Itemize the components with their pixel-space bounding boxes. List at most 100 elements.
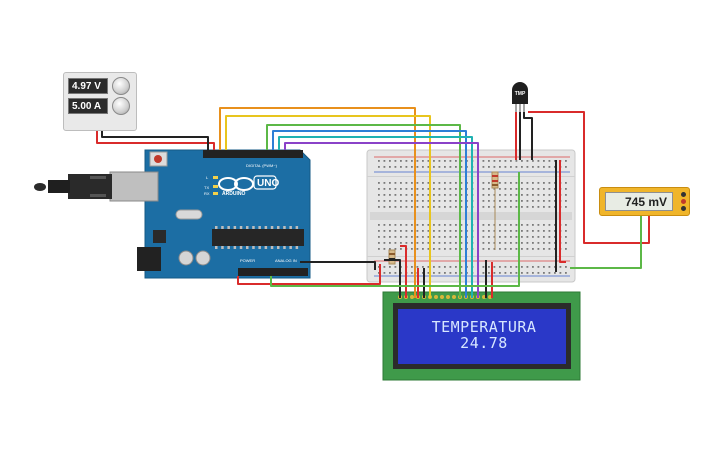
- breadboard-hole: [543, 188, 545, 190]
- probe-terminal: [681, 192, 686, 197]
- breadboard-hole: [422, 230, 424, 232]
- breadboard-hole: [400, 248, 402, 250]
- breadboard-hole: [416, 206, 419, 208]
- breadboard-hole: [378, 266, 380, 268]
- breadboard-hole: [411, 242, 413, 244]
- breadboard-hole: [521, 182, 523, 184]
- breadboard-hole: [537, 160, 540, 162]
- breadboard-hole: [521, 272, 523, 274]
- breadboard-hole: [438, 206, 441, 208]
- breadboard-hole: [510, 236, 512, 238]
- resistor[interactable]: [491, 171, 499, 189]
- breadboard-hole: [405, 166, 408, 168]
- breadboard-hole: [543, 230, 545, 232]
- breadboard-hole: [433, 272, 435, 274]
- breadboard-hole: [521, 166, 523, 168]
- lcd-module[interactable]: [382, 291, 581, 381]
- breadboard-hole: [427, 166, 430, 168]
- breadboard-hole: [504, 194, 507, 196]
- breadboard-hole: [488, 194, 490, 196]
- breadboard-hole: [394, 248, 397, 250]
- breadboard-hole: [427, 200, 430, 202]
- breadboard-hole: [554, 166, 556, 168]
- breadboard-hole: [565, 188, 567, 190]
- breadboard-hole: [515, 272, 518, 274]
- arduino-board[interactable]: [144, 149, 311, 279]
- chip-pin: [239, 246, 243, 249]
- breadboard-hole: [449, 200, 452, 202]
- breadboard-hole: [504, 248, 507, 250]
- breadboard-hole: [499, 188, 501, 190]
- breadboard-hole: [482, 188, 485, 190]
- breadboard-hole: [493, 166, 496, 168]
- power-jack: [137, 247, 161, 271]
- lcd-pin: [452, 295, 456, 299]
- breadboard-hole: [488, 230, 490, 232]
- breadboard-hole: [543, 224, 545, 226]
- potentiometer-resistor[interactable]: [388, 249, 396, 265]
- breadboard-hole: [510, 266, 512, 268]
- probe-terminal: [681, 199, 686, 204]
- breadboard-hole: [455, 188, 457, 190]
- breadboard-hole: [565, 166, 567, 168]
- breadboard-hole: [460, 160, 463, 162]
- breadboard-hole: [383, 266, 386, 268]
- breadboard-hole: [394, 194, 397, 196]
- power-supply[interactable]: 4.97 V 5.00 A: [63, 72, 137, 131]
- lcd-line-2: 24.78: [460, 334, 508, 352]
- breadboard-hole: [400, 200, 402, 202]
- breadboard-hole: [532, 242, 534, 244]
- current-knob[interactable]: [112, 97, 130, 115]
- breadboard-hole: [378, 242, 380, 244]
- breadboard-hole: [482, 248, 485, 250]
- breadboard-hole: [554, 236, 556, 238]
- breadboard-hole: [378, 224, 380, 226]
- breadboard-hole: [400, 236, 402, 238]
- breadboard-hole: [411, 236, 413, 238]
- breadboard-hole: [422, 242, 424, 244]
- breadboard-hole: [521, 224, 523, 226]
- breadboard-hole: [493, 272, 496, 274]
- breadboard-hole: [394, 160, 397, 162]
- breadboard-hole: [526, 166, 529, 168]
- breadboard-hole: [537, 194, 540, 196]
- breadboard-hole: [455, 224, 457, 226]
- breadboard-hole: [444, 182, 446, 184]
- breadboard-hole: [504, 266, 507, 268]
- breadboard-hole: [510, 160, 512, 162]
- breadboard-hole: [526, 206, 529, 208]
- breadboard-hole: [460, 272, 463, 274]
- breadboard-hole: [449, 194, 452, 196]
- breadboard-hole: [537, 272, 540, 274]
- breadboard-hole: [537, 224, 540, 226]
- breadboard-hole: [488, 248, 490, 250]
- breadboard-hole: [427, 160, 430, 162]
- breadboard-hole: [389, 266, 391, 268]
- breadboard-hole: [460, 224, 463, 226]
- breadboard-hole: [394, 188, 397, 190]
- breadboard-hole: [526, 224, 529, 226]
- breadboard-hole: [400, 224, 402, 226]
- breadboard-hole: [444, 224, 446, 226]
- breadboard-hole: [543, 166, 545, 168]
- breadboard-hole: [400, 188, 402, 190]
- temperature-sensor[interactable]: [512, 82, 528, 112]
- breadboard-hole: [405, 206, 408, 208]
- breadboard-hole: [488, 224, 490, 226]
- breadboard-hole: [449, 206, 452, 208]
- breadboard-hole: [515, 242, 518, 244]
- multimeter[interactable]: 745 mV: [599, 187, 690, 216]
- breadboard-hole: [510, 194, 512, 196]
- chip-pin: [258, 246, 261, 249]
- breadboard-hole: [416, 242, 419, 244]
- breadboard-hole: [554, 248, 556, 250]
- breadboard-hole: [510, 224, 512, 226]
- breadboard-hole: [438, 160, 441, 162]
- breadboard-hole: [438, 236, 441, 238]
- voltage-knob[interactable]: [112, 77, 130, 95]
- breadboard-hole: [422, 166, 424, 168]
- breadboard-hole: [532, 272, 534, 274]
- breadboard-hole: [411, 160, 413, 162]
- breadboard-hole: [411, 166, 413, 168]
